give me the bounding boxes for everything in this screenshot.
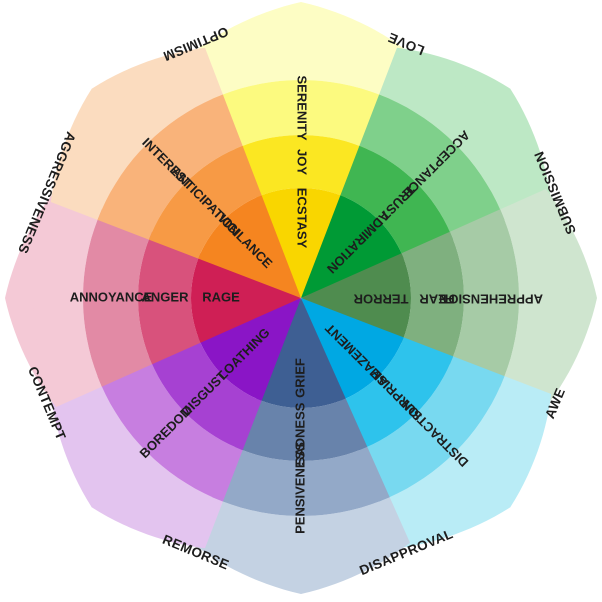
petal-anticipation-band-middle bbox=[97, 94, 243, 240]
petal-anger-band-inner bbox=[138, 231, 201, 365]
petal-sadness-band-inner bbox=[234, 398, 368, 461]
petal-surprise-band-inner bbox=[340, 337, 454, 451]
petal-sadness-band-middle bbox=[212, 446, 390, 516]
petal-fear-band-outer bbox=[500, 189, 569, 407]
petal-fear-band-core bbox=[301, 253, 411, 343]
petal-disgust-band-middle bbox=[97, 356, 243, 502]
label-sadness-core: GRIEF bbox=[292, 358, 307, 398]
label-sadness-middle: PENSIVENESS bbox=[292, 442, 307, 534]
petal-trust bbox=[301, 47, 552, 298]
petal-disgust-band-core bbox=[198, 298, 301, 401]
petal-trust-band-middle bbox=[359, 94, 505, 240]
petal-anticipation bbox=[50, 47, 301, 298]
petal-sadness-band-outer bbox=[192, 497, 410, 566]
petal-anger bbox=[5, 189, 301, 407]
label-fear-core: TERROR bbox=[353, 292, 409, 307]
petal-fear bbox=[301, 189, 597, 407]
label-anger-core: RAGE bbox=[202, 289, 240, 304]
petal-anger-band-middle bbox=[83, 209, 153, 387]
petal-anger-band-core bbox=[191, 253, 301, 343]
petal-fear-band-middle bbox=[449, 209, 519, 387]
petal-joy bbox=[192, 2, 410, 298]
petal-anticipation-band-outer bbox=[50, 47, 223, 220]
label-sadness-inner: SADNESS bbox=[292, 402, 307, 465]
petal-surprise bbox=[301, 298, 552, 549]
petal-surprise-band-core bbox=[301, 298, 404, 401]
petal-fear-band-inner bbox=[401, 231, 464, 365]
petal-joy-band-outer bbox=[192, 30, 410, 99]
petal-anticipation-band-inner bbox=[148, 145, 262, 259]
label-joy-core: ECSTASY bbox=[295, 188, 310, 249]
petal-joy-band-middle bbox=[212, 80, 390, 150]
petal-disgust-band-inner bbox=[148, 337, 262, 451]
label-joy-middle: SERENITY bbox=[295, 75, 310, 140]
label-fear-middle: APPREHENSION bbox=[439, 292, 543, 307]
petal-trust-band-inner bbox=[340, 145, 454, 259]
label-joy-inner: JOY bbox=[295, 149, 310, 175]
petal-disgust-band-outer bbox=[50, 376, 223, 549]
petal-layer bbox=[5, 2, 597, 594]
petal-anger-band-outer bbox=[33, 189, 102, 407]
petal-trust-band-outer bbox=[379, 47, 552, 220]
petal-surprise-band-middle bbox=[359, 356, 505, 502]
petal-anticipation-band-core bbox=[198, 195, 301, 298]
label-anger-inner: ANGER bbox=[142, 289, 190, 304]
petal-disgust bbox=[50, 298, 301, 549]
petal-trust-band-core bbox=[301, 195, 404, 298]
label-fear-inner: FEAR bbox=[419, 292, 455, 307]
petal-surprise-band-outer bbox=[379, 376, 552, 549]
petal-sadness-band-core bbox=[256, 298, 346, 408]
petal-joy-band-core bbox=[256, 188, 346, 298]
petal-joy-band-inner bbox=[234, 135, 368, 198]
label-anger-middle: ANNOYANCE bbox=[70, 289, 153, 304]
petal-sadness bbox=[192, 298, 410, 594]
